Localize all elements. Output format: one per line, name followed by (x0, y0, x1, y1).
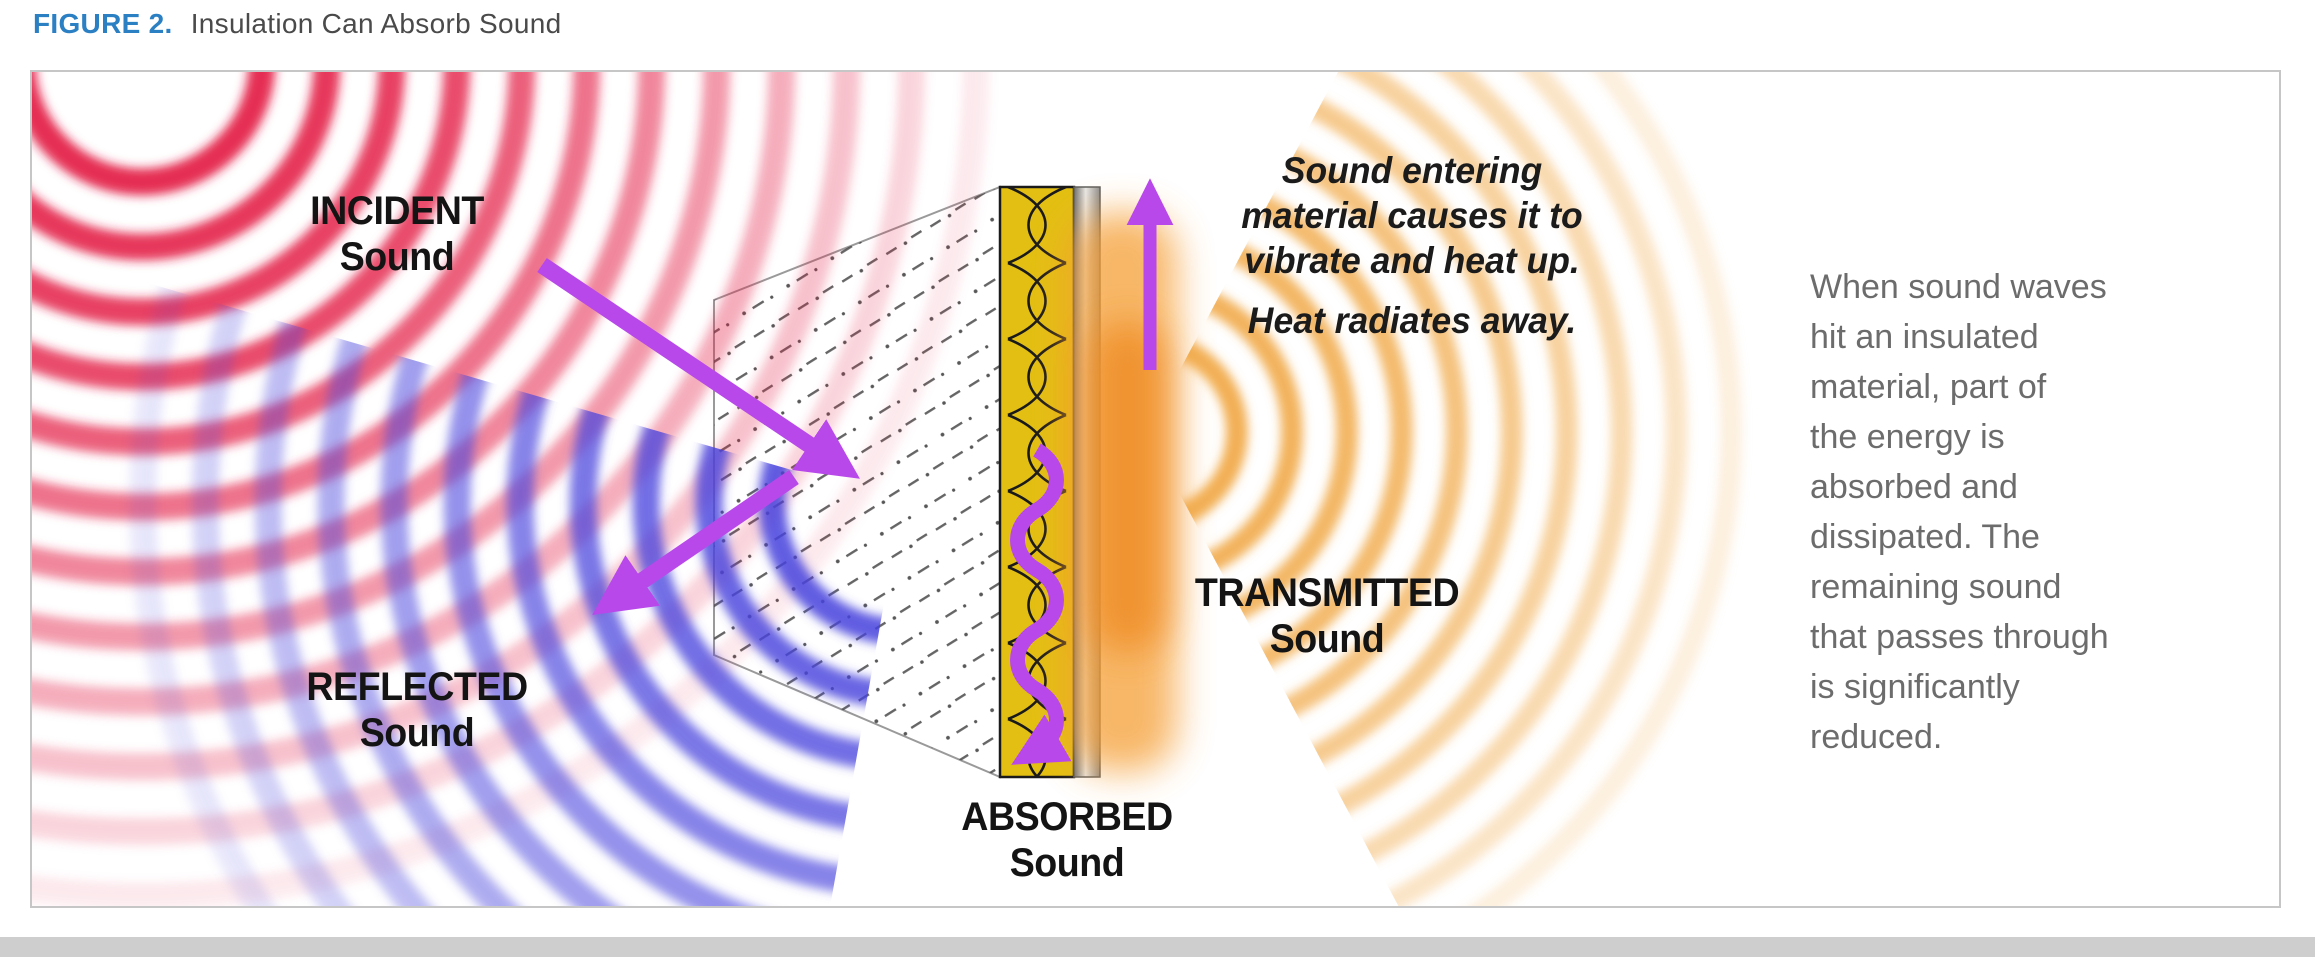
incident-arrow (537, 257, 860, 479)
heat-annotation: Sound entering material causes it to vib… (1201, 148, 1623, 343)
transmitted-line2: Sound (1269, 617, 1385, 661)
transmitted-waves (1147, 72, 1743, 906)
reflected-arrow (592, 469, 799, 616)
figure-caption: When sound waves hit an insulated materi… (1810, 268, 2109, 756)
incident-sound-label: INCIDENT Sound (237, 188, 557, 280)
reflected-line2: Sound (359, 711, 475, 755)
absorbed-line2: Sound (1009, 841, 1125, 885)
absorbed-line1: ABSORBED (961, 795, 1173, 839)
figure-heading: FIGURE 2. Insulation Can Absorb Sound (33, 8, 562, 40)
reflected-sound-label: REFLECTED Sound (257, 664, 577, 756)
absorbed-sound-label: ABSORBED Sound (898, 794, 1236, 886)
transmitted-sound-label: TRANSMITTED Sound (1153, 570, 1501, 662)
figure-title: Insulation Can Absorb Sound (190, 8, 562, 39)
incident-line2: Sound (339, 235, 455, 279)
heat-glow (1067, 212, 1177, 772)
reflected-line1: REFLECTED (306, 665, 528, 709)
annotation-line2: material causes it to (1241, 195, 1583, 236)
insulation-diagram (32, 72, 1743, 906)
figure-panel: INCIDENT Sound REFLECTED Sound TRANSMITT… (30, 70, 2281, 908)
incident-line1: INCIDENT (310, 189, 484, 233)
page-bottom-bar (0, 937, 2315, 957)
insulation-layer (998, 185, 1076, 779)
annotation-line4: Heat radiates away. (1247, 300, 1577, 341)
annotation-line1: Sound entering (1281, 150, 1543, 191)
figure-label: FIGURE 2. (33, 8, 173, 39)
transmitted-line1: TRANSMITTED (1194, 571, 1460, 615)
annotation-line3: vibrate and heat up. (1244, 240, 1580, 281)
absorbed-arrow (1010, 443, 1072, 765)
